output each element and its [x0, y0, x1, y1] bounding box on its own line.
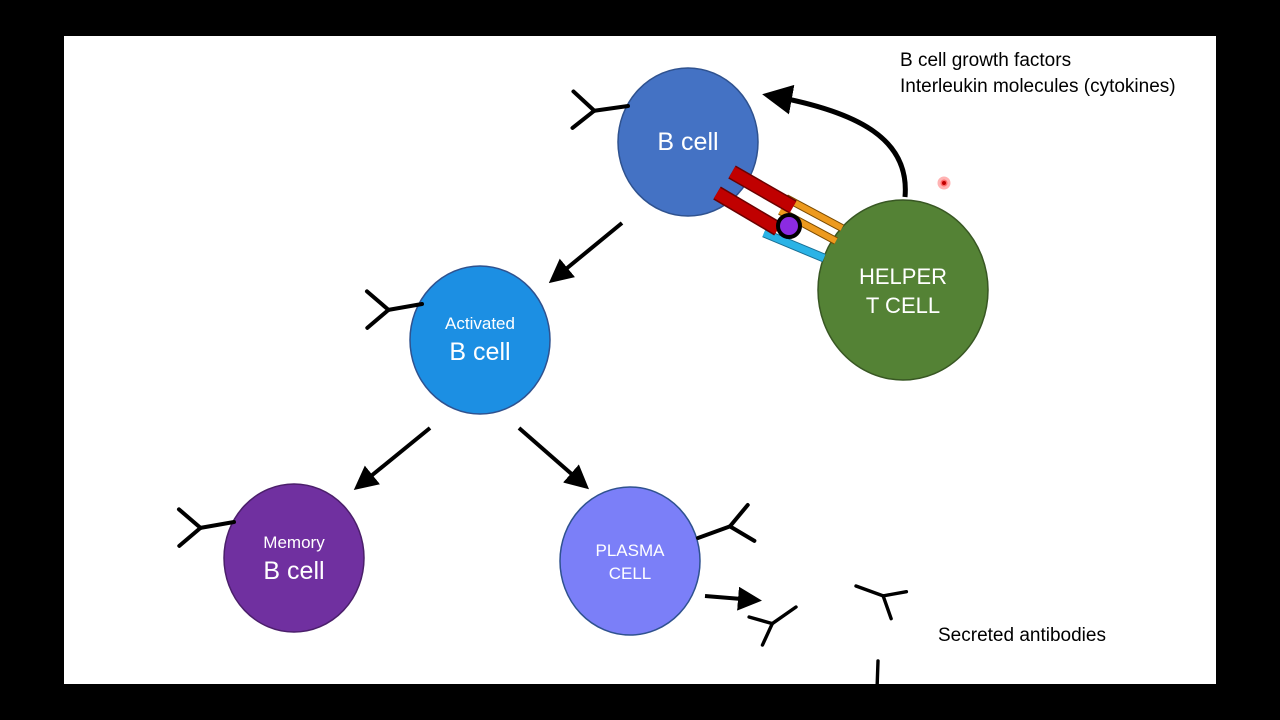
- antibody-icon: [691, 503, 763, 561]
- activated-b-cell: [409, 265, 551, 415]
- helper-t-cell: [817, 199, 989, 381]
- activated-b-cell-small-label: Activated: [445, 314, 515, 333]
- plasma-cell: [559, 486, 701, 636]
- memory-b-cell: [223, 483, 365, 633]
- antibody-icon: [847, 573, 909, 623]
- b-cell: [617, 67, 759, 217]
- arrow-activated-to-plasma: [517, 426, 590, 490]
- antibody-icon: [855, 658, 892, 713]
- activated-b-cell-label: B cell: [449, 338, 511, 366]
- helper-t-cell-label-line1: HELPER: [858, 264, 948, 289]
- secreted-antibodies: [743, 573, 909, 713]
- antigen-icon: [776, 213, 802, 239]
- b-cell-label: B cell: [657, 128, 719, 156]
- arrow-plasma-to-antibodies: [704, 586, 762, 611]
- arrow-activated-to-memory: [353, 426, 432, 491]
- memory-b-cell-label: B cell: [263, 557, 325, 585]
- interleukins-caption: Interleukin molecules (cytokines): [900, 76, 1176, 97]
- helper-t-cell-label-line2: T CELL: [865, 293, 941, 318]
- secreted-antibodies-caption: Secreted antibodies: [938, 625, 1106, 646]
- memory-b-cell-small-label: Memory: [263, 533, 325, 552]
- arrow-bcell-to-activated: [548, 221, 624, 284]
- arrow-cytokines: [762, 84, 908, 198]
- growth-factors-caption: B cell growth factors: [900, 50, 1072, 71]
- plasma-cell-label-line1: PLASMA: [595, 541, 665, 560]
- receptor-complex: [713, 165, 844, 263]
- plasma-cell-label-line2: CELL: [608, 564, 652, 583]
